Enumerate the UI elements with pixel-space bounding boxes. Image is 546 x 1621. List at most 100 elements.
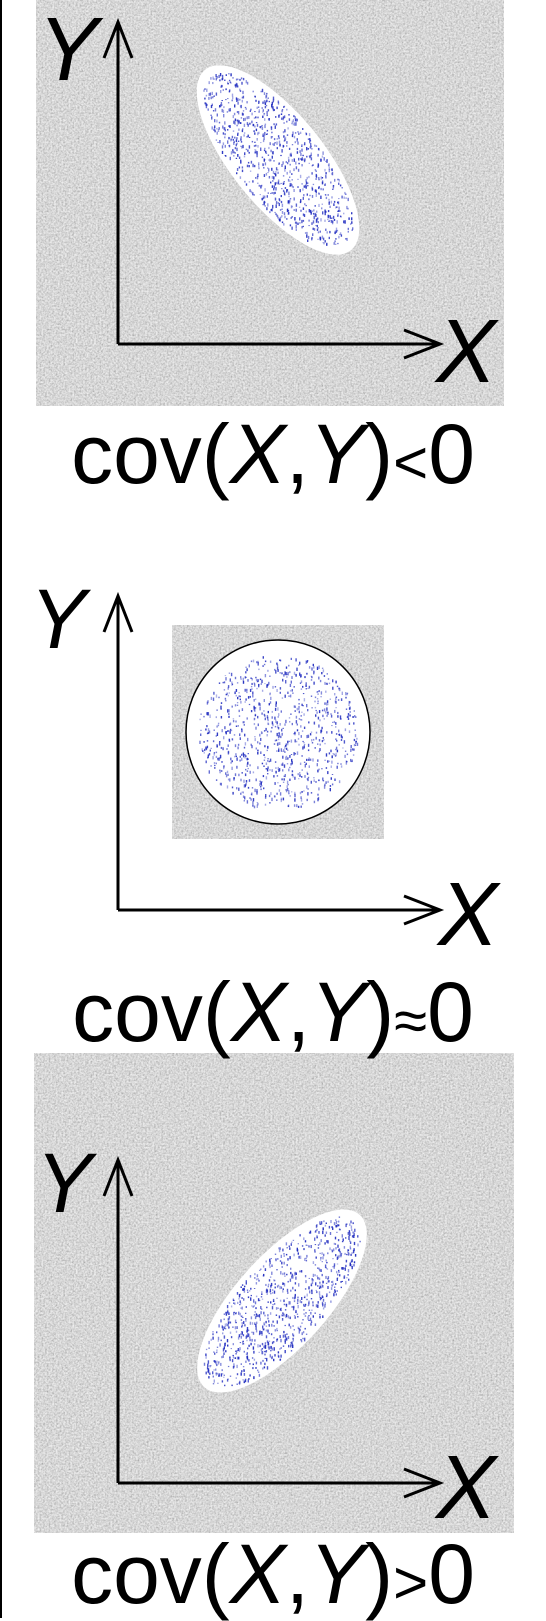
scatter-point bbox=[304, 764, 306, 768]
scatter-point bbox=[242, 1341, 244, 1345]
scatter-point bbox=[255, 116, 257, 119]
scatter-point bbox=[261, 689, 264, 692]
scatter-point bbox=[345, 1264, 347, 1267]
scatter-point bbox=[315, 193, 317, 197]
scatter-point bbox=[218, 757, 220, 761]
scatter-point bbox=[292, 119, 295, 123]
scatter-point bbox=[249, 189, 251, 193]
scatter-point bbox=[241, 791, 243, 793]
scatter-point bbox=[277, 135, 280, 138]
scatter-point bbox=[251, 745, 253, 749]
scatter-point bbox=[308, 1300, 310, 1304]
scatter-point bbox=[246, 122, 249, 125]
scatter-point bbox=[238, 1382, 240, 1384]
scatter-point bbox=[256, 804, 258, 808]
scatter-point bbox=[245, 1282, 247, 1285]
scatter-point bbox=[330, 1220, 332, 1224]
scatter-point bbox=[274, 1286, 276, 1289]
scatter-point bbox=[240, 1315, 243, 1317]
scatter-point bbox=[332, 185, 335, 187]
scatter-point bbox=[351, 759, 353, 762]
scatter-point bbox=[251, 120, 253, 124]
scatter-point bbox=[257, 145, 259, 148]
scatter-point bbox=[330, 220, 333, 223]
scatter-point bbox=[301, 703, 303, 706]
scatter-point bbox=[276, 1285, 279, 1288]
scatter-point bbox=[216, 1372, 219, 1375]
scatter-point bbox=[228, 1301, 231, 1304]
scatter-point bbox=[227, 102, 230, 104]
scatter-point bbox=[233, 112, 236, 116]
scatter-points bbox=[203, 1216, 361, 1387]
scatter-point bbox=[285, 743, 287, 746]
scatter-point bbox=[312, 212, 315, 215]
scatter-point bbox=[243, 1369, 245, 1372]
scatter-point bbox=[328, 210, 330, 212]
scatter-point bbox=[256, 123, 259, 127]
scatter-point bbox=[353, 710, 355, 712]
scatter-point bbox=[294, 221, 297, 224]
scatter-point bbox=[321, 726, 323, 730]
scatter-point bbox=[215, 735, 217, 737]
scatter-point bbox=[297, 186, 299, 188]
scatter-point bbox=[332, 188, 334, 190]
scatter-point bbox=[317, 227, 319, 229]
scatter-point bbox=[266, 734, 268, 737]
scatter-point bbox=[286, 134, 289, 136]
scatter-point bbox=[305, 682, 307, 685]
scatter-point bbox=[231, 1384, 233, 1387]
scatter-point bbox=[347, 1249, 349, 1253]
scatter-point bbox=[310, 154, 312, 157]
scatter-point bbox=[252, 691, 254, 695]
scatter-point bbox=[280, 200, 283, 204]
scatter-point bbox=[279, 659, 282, 662]
scatter-point bbox=[229, 81, 231, 84]
scatter-point bbox=[274, 197, 277, 201]
scatter-point bbox=[321, 1301, 324, 1305]
scatter-point bbox=[261, 156, 264, 159]
scatter-point bbox=[267, 1285, 269, 1288]
scatter-point bbox=[262, 665, 264, 667]
scatter-point bbox=[267, 719, 269, 722]
scatter-point bbox=[213, 127, 216, 131]
scatter-point bbox=[210, 96, 212, 100]
scatter-point bbox=[261, 1342, 264, 1345]
scatter-point bbox=[303, 214, 306, 217]
scatter-point bbox=[270, 1346, 272, 1350]
scatter-point bbox=[226, 1311, 228, 1315]
scatter-point bbox=[256, 802, 258, 804]
scatter-point bbox=[258, 1314, 261, 1318]
scatter-point bbox=[292, 1306, 294, 1308]
scatter-point bbox=[249, 1290, 251, 1292]
scatter-point bbox=[322, 714, 324, 718]
scatter-point bbox=[279, 691, 281, 694]
scatter-point bbox=[212, 740, 215, 743]
scatter-point bbox=[263, 730, 266, 732]
scatter-point bbox=[293, 1300, 296, 1303]
scatter-point bbox=[265, 794, 267, 798]
scatter-point bbox=[292, 123, 295, 126]
scatter-point bbox=[222, 109, 225, 113]
scatter-point bbox=[245, 780, 248, 783]
scatter-point bbox=[234, 1302, 236, 1305]
scatter-point bbox=[300, 1270, 303, 1273]
scatter-point bbox=[293, 115, 295, 118]
scatter-point bbox=[263, 158, 265, 162]
scatter-point bbox=[317, 793, 319, 796]
scatter-point bbox=[215, 92, 218, 96]
scatter-point bbox=[318, 787, 320, 791]
scatter-point bbox=[241, 96, 244, 99]
scatter-point bbox=[237, 119, 239, 123]
scatter-point bbox=[234, 84, 236, 87]
scatter-point bbox=[310, 1311, 312, 1315]
scatter-point bbox=[235, 97, 238, 100]
scatter-point bbox=[286, 171, 288, 175]
scatter-point bbox=[264, 147, 266, 149]
scatter-point bbox=[221, 1373, 224, 1375]
scatter-point bbox=[265, 1283, 267, 1286]
scatter-point bbox=[211, 126, 213, 130]
scatter-point bbox=[244, 701, 246, 703]
circle-region bbox=[185, 639, 371, 825]
scatter-point bbox=[318, 1267, 320, 1270]
scatter-point bbox=[317, 759, 319, 762]
